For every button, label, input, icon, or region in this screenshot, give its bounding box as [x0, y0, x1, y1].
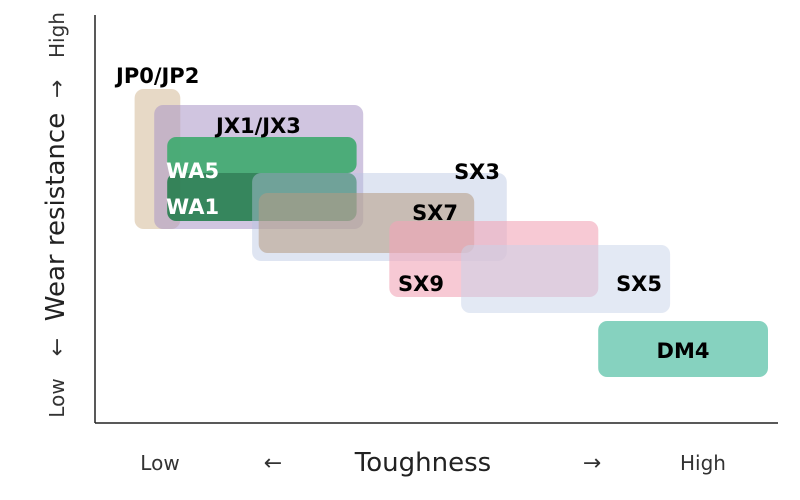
grade-label-dm4: DM4: [657, 339, 710, 363]
x-axis-title: Toughness: [354, 448, 491, 478]
grade-block-sx5: [461, 245, 671, 313]
y-axis-title: Wear resistance: [41, 113, 71, 321]
grade-label-wa5: WA5: [166, 159, 219, 183]
y-axis-low-label: Low: [45, 378, 69, 417]
grade-label-jx1-jx3: JX1/JX3: [214, 114, 301, 138]
y-axis-high-label: High: [45, 12, 69, 58]
y-axis-title-group: Low ← Wear resistance → High: [41, 12, 71, 418]
grade-label-sx3: SX3: [454, 160, 500, 184]
x-axis-high-label: High: [680, 451, 726, 475]
grade-block-wa5: [167, 137, 357, 173]
grade-label-sx9: SX9: [398, 272, 444, 296]
grade-label-wa1: WA1: [166, 195, 219, 219]
y-axis-up-arrow: →: [45, 80, 70, 98]
grade-label-jp0-jp2: JP0/JP2: [114, 64, 199, 88]
y-axis-down-arrow: ←: [45, 338, 70, 356]
x-axis-low-label: Low: [140, 451, 179, 475]
x-axis-left-arrow: ←: [264, 451, 282, 476]
grade-blocks: [134, 89, 768, 377]
x-axis-right-arrow: →: [583, 451, 601, 476]
grade-block-dm4: [598, 321, 768, 377]
grade-label-sx5: SX5: [616, 272, 662, 296]
grade-label-sx7: SX7: [412, 201, 458, 225]
